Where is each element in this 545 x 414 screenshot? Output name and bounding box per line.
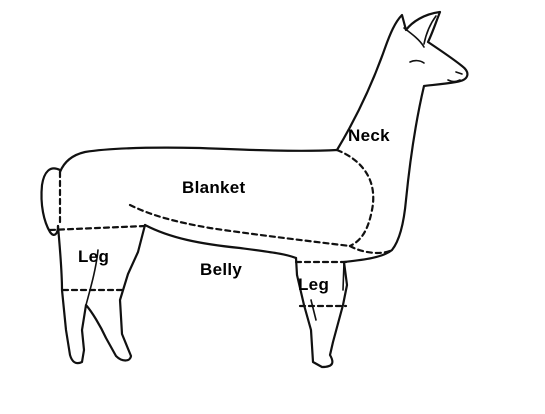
region-boundaries — [50, 150, 392, 306]
label-belly: Belly — [200, 260, 242, 279]
label-leg-front: Leg — [298, 275, 329, 294]
label-leg-rear: Leg — [78, 247, 109, 266]
llama-outline — [41, 12, 467, 367]
label-neck: Neck — [348, 126, 390, 145]
label-blanket: Blanket — [182, 178, 246, 197]
